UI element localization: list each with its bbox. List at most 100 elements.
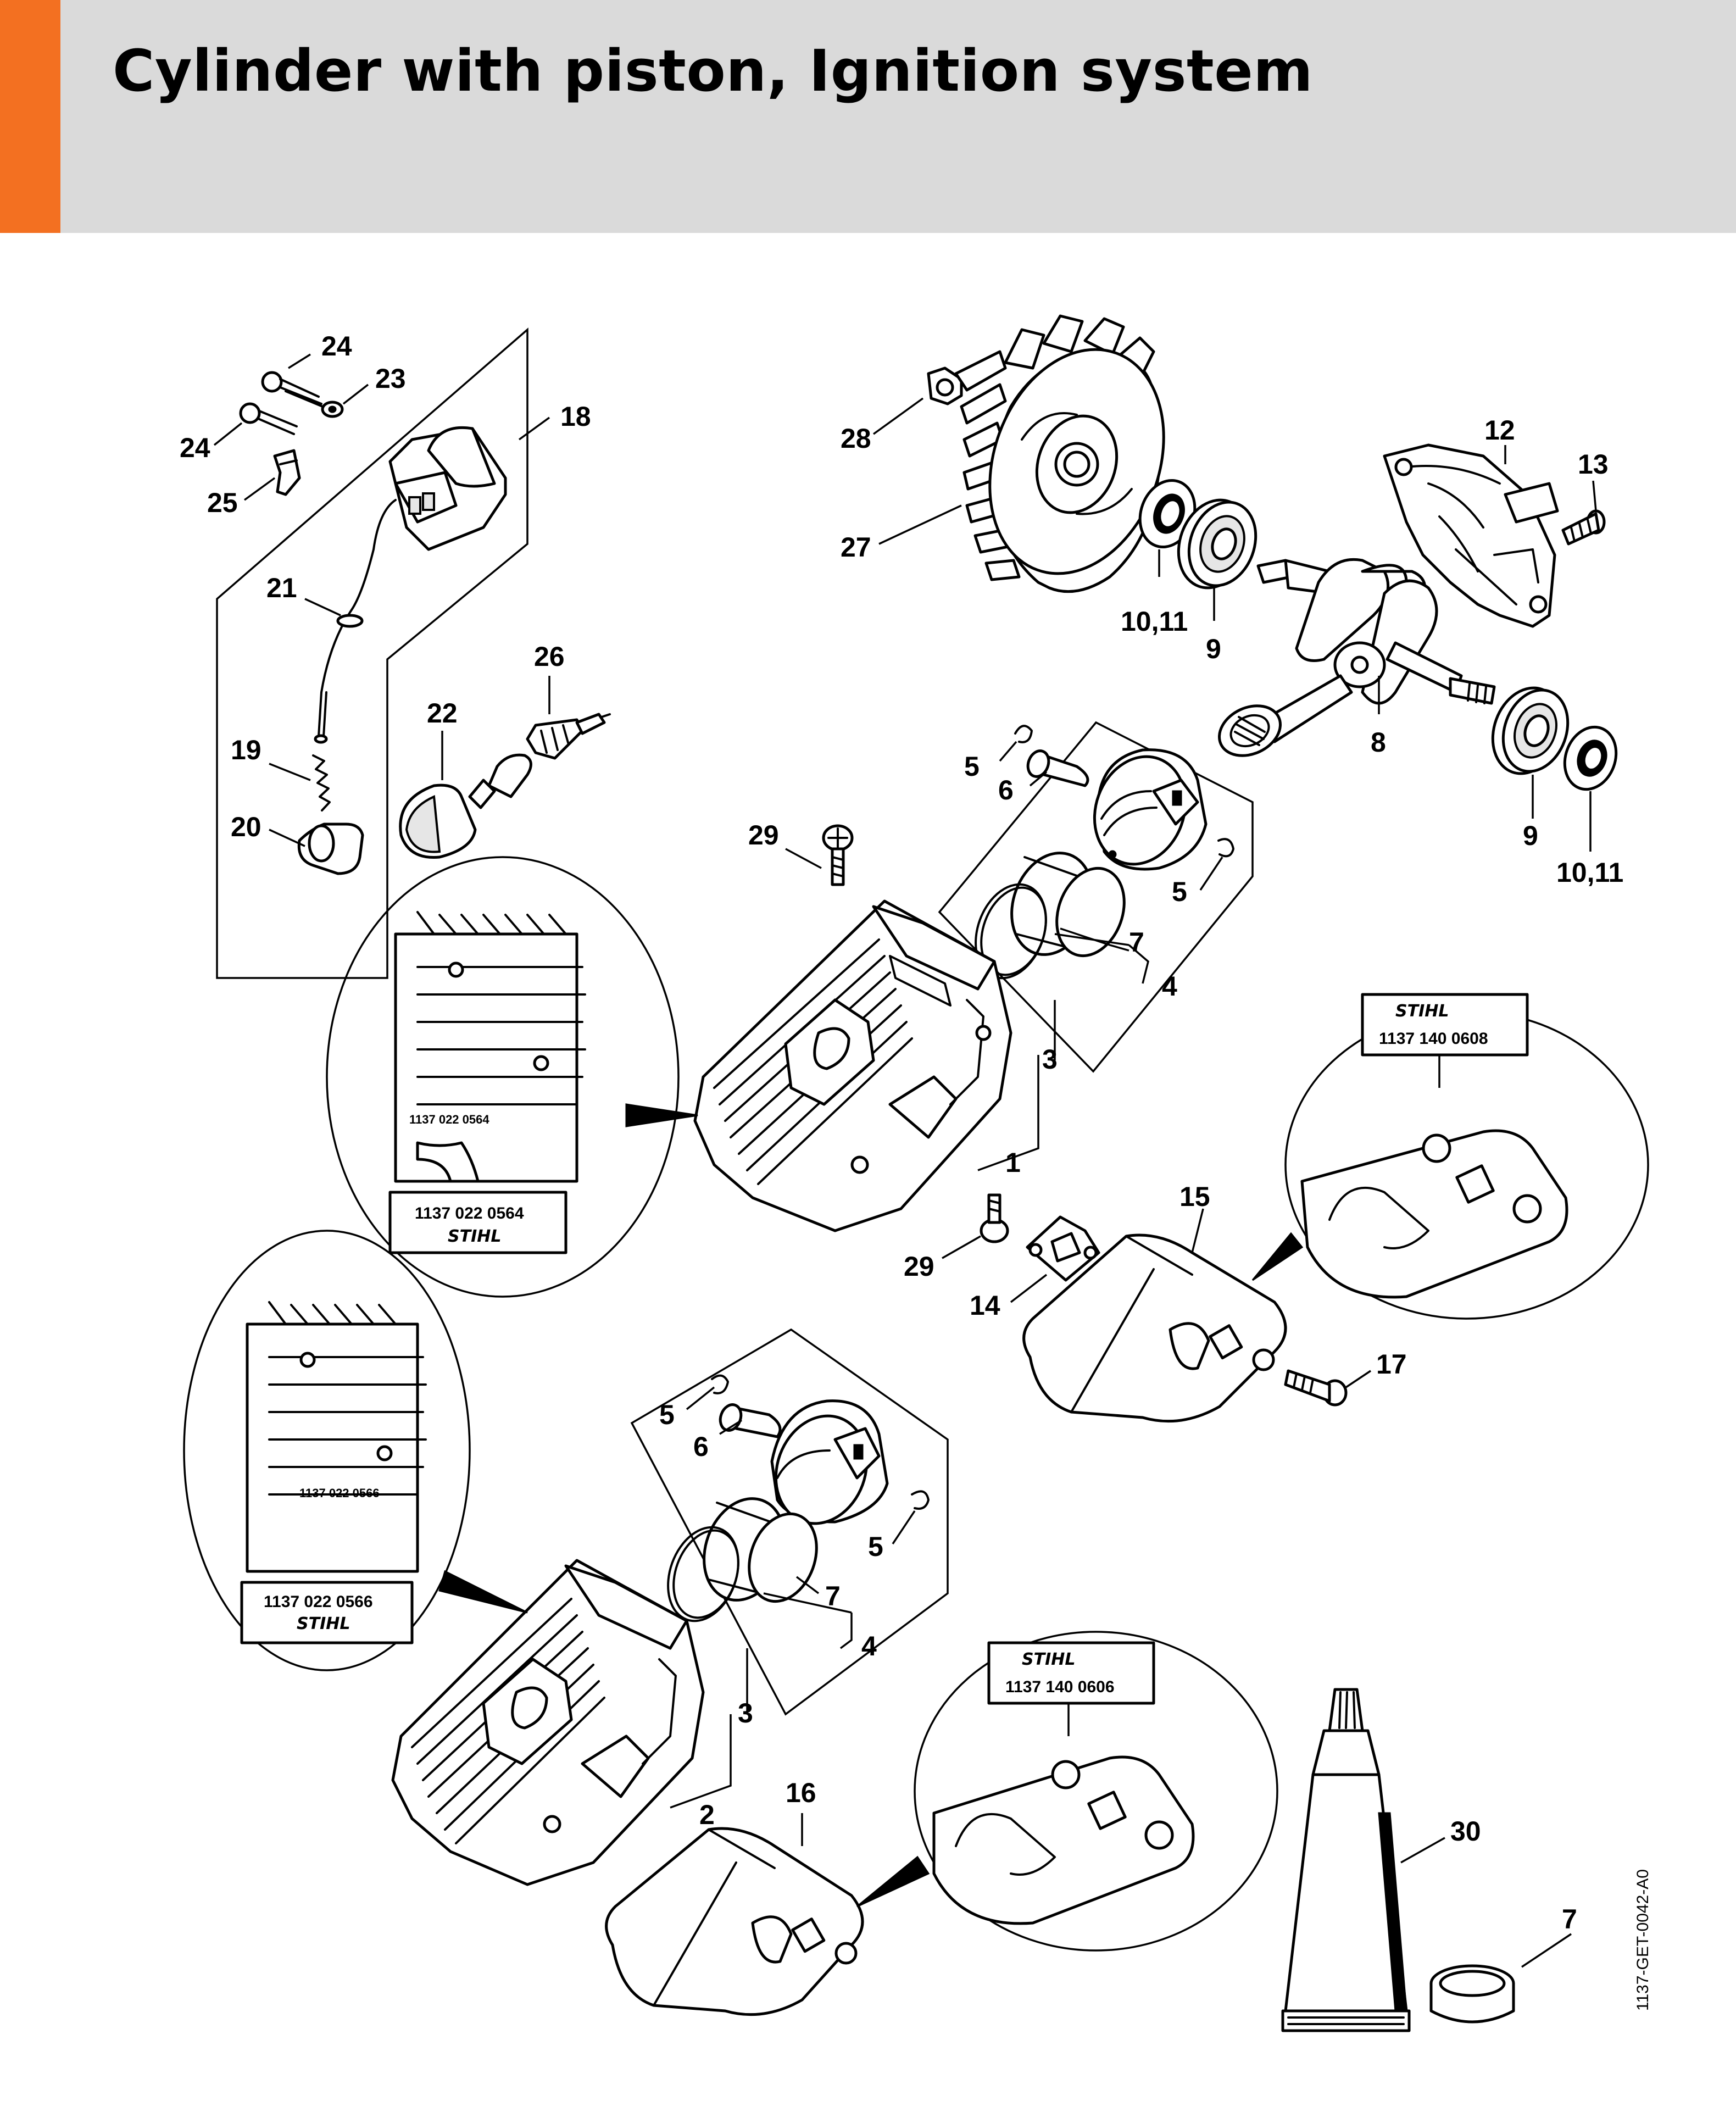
callout-10-11-upper: 10,11: [1121, 606, 1188, 637]
ball-bearing-9-lower: [1491, 686, 1570, 775]
callout-5-a: 5: [964, 751, 980, 782]
callout-5-c: 5: [659, 1399, 675, 1430]
spark-plug-boot-20: [297, 822, 364, 875]
inset-brand-cyl1: STIHL: [448, 1227, 501, 1246]
piston-ring-7-spare: [1429, 1964, 1515, 2024]
callout-7-a: 7: [1129, 927, 1144, 958]
washer-23: [321, 401, 344, 418]
callout-10-11-lower: 10,11: [1556, 857, 1623, 888]
oil-seal-10-11-lower: [1563, 725, 1618, 791]
callout-25: 25: [207, 487, 238, 518]
piston-pin-6-lower: [719, 1403, 782, 1438]
callout-14: 14: [970, 1290, 1000, 1321]
callout-4-b: 4: [861, 1631, 877, 1661]
callout-29-upper: 29: [748, 820, 779, 851]
callout-27: 27: [841, 532, 871, 563]
callout-2: 2: [699, 1799, 715, 1830]
inset-brand-cover15: STIHL: [1395, 1002, 1449, 1021]
callout-7-b: 7: [825, 1581, 841, 1611]
detail-inset-cover-0608: STIHL 1137 140 0608: [1251, 993, 1649, 1320]
inset-part-number-cyl2: 1137 022 0566: [264, 1593, 373, 1611]
callout-labels: 24 23 24 18 25 2 1 26 22 19 20 28 27 12 1…: [180, 331, 1623, 1935]
ground-terminal-25: [273, 449, 301, 496]
flywheel-27: [954, 314, 1165, 593]
piston-upper: [1093, 748, 1208, 871]
screw-13: [1561, 509, 1606, 546]
callout-7-c: 7: [1562, 1904, 1577, 1935]
inset-brand-cyl2: STIHL: [297, 1614, 350, 1633]
callout-5-d: 5: [868, 1531, 883, 1562]
callout-13: 13: [1578, 449, 1609, 480]
circlip-5-d: [911, 1490, 930, 1510]
screw-24-top: [261, 371, 326, 409]
callout-9-lower: 9: [1523, 820, 1538, 851]
callout-12: 12: [1484, 415, 1515, 446]
header-bar: [0, 0, 1736, 233]
callout-24-left: 24: [180, 432, 210, 463]
callout-8: 8: [1371, 727, 1386, 758]
grease-tube-30: [1281, 1688, 1411, 2032]
lead-grommet: [336, 614, 364, 628]
piston-pin-6-upper: [1026, 749, 1089, 787]
callout-15: 15: [1179, 1181, 1210, 1212]
callout-6-b: 6: [693, 1431, 709, 1462]
callout-23: 23: [375, 363, 406, 394]
gasket-14: [1026, 1215, 1100, 1282]
detail-inset-cylinder-0566: 1137 022 0566 1137 022 0566 STIHL: [183, 1230, 528, 1671]
detail-inset-cylinder-0564: 1137 022 0564 1137 022 0564 STIHL: [326, 856, 698, 1298]
oil-seal-10-11-upper: [1138, 479, 1197, 549]
callout-20: 20: [231, 812, 261, 842]
callout-24-top: 24: [321, 331, 352, 362]
drawing-code: 1137-GET-0042-A0: [1634, 1869, 1652, 2011]
piston-set-outline-lower: [630, 1328, 949, 1716]
callout-22: 22: [427, 698, 458, 729]
spark-plug-26: [468, 713, 611, 809]
inset-part-number-small: 1137 022 0564: [409, 1113, 489, 1126]
cylinder-1: [693, 899, 1012, 1232]
inset-brand-cover16: STIHL: [1022, 1650, 1075, 1669]
screw-24-left: [239, 402, 298, 435]
cylinder-2: [391, 1559, 705, 1886]
callout-9-upper: 9: [1206, 633, 1221, 664]
callout-3-b: 3: [738, 1698, 753, 1728]
screw-29-lower: [980, 1193, 1009, 1243]
inset-part-number-cyl1: 1137 022 0564: [415, 1204, 524, 1222]
callout-30: 30: [1450, 1816, 1481, 1847]
detail-inset-cover-0606: STIHL 1137 140 0606: [856, 1631, 1278, 1952]
crankshaft-8: [1218, 558, 1496, 757]
inset-part-number-cover15: 1137 140 0608: [1379, 1030, 1488, 1048]
callout-17: 17: [1376, 1349, 1407, 1380]
callout-16: 16: [786, 1777, 816, 1808]
callout-26: 26: [534, 641, 565, 672]
inset-part-number-cover16: 1137 140 0606: [1005, 1678, 1115, 1696]
nut-28: [927, 366, 963, 405]
ball-bearing-9-upper: [1177, 498, 1258, 590]
ignition-module-18: [388, 426, 507, 551]
ignition-lead-21: [318, 499, 397, 737]
leader-lines: [213, 353, 1597, 1968]
screw-17: [1284, 1369, 1348, 1407]
callout-5-b: 5: [1172, 876, 1187, 907]
ignition-group-outline: [216, 327, 528, 979]
callout-19: 19: [231, 735, 261, 765]
page-title: Cylinder with piston, Ignition system: [113, 37, 1314, 104]
callout-28: 28: [841, 423, 871, 454]
callout-18: 18: [560, 401, 591, 432]
cover-15: [1022, 1233, 1287, 1423]
callout-6-a: 6: [998, 775, 1014, 805]
piston-set-outline-upper: [938, 721, 1254, 1073]
circlip-5-c: [711, 1374, 729, 1394]
screw-29-upper: [822, 824, 854, 886]
callout-29-lower: 29: [904, 1251, 934, 1282]
orange-accent-stripe: [0, 0, 60, 233]
contact-spring-19: [312, 754, 331, 812]
circlip-5-a: [1014, 725, 1033, 743]
callout-1: 1: [1005, 1147, 1021, 1178]
callout-4-a: 4: [1162, 971, 1177, 1002]
circlip-5-b: [1217, 838, 1234, 858]
boot-cap-22: [399, 783, 477, 859]
crankcase-half-12: [1383, 443, 1559, 628]
inset-part-number-small-2: 1137 022 0566: [299, 1486, 380, 1500]
callout-3-a: 3: [1042, 1044, 1058, 1075]
